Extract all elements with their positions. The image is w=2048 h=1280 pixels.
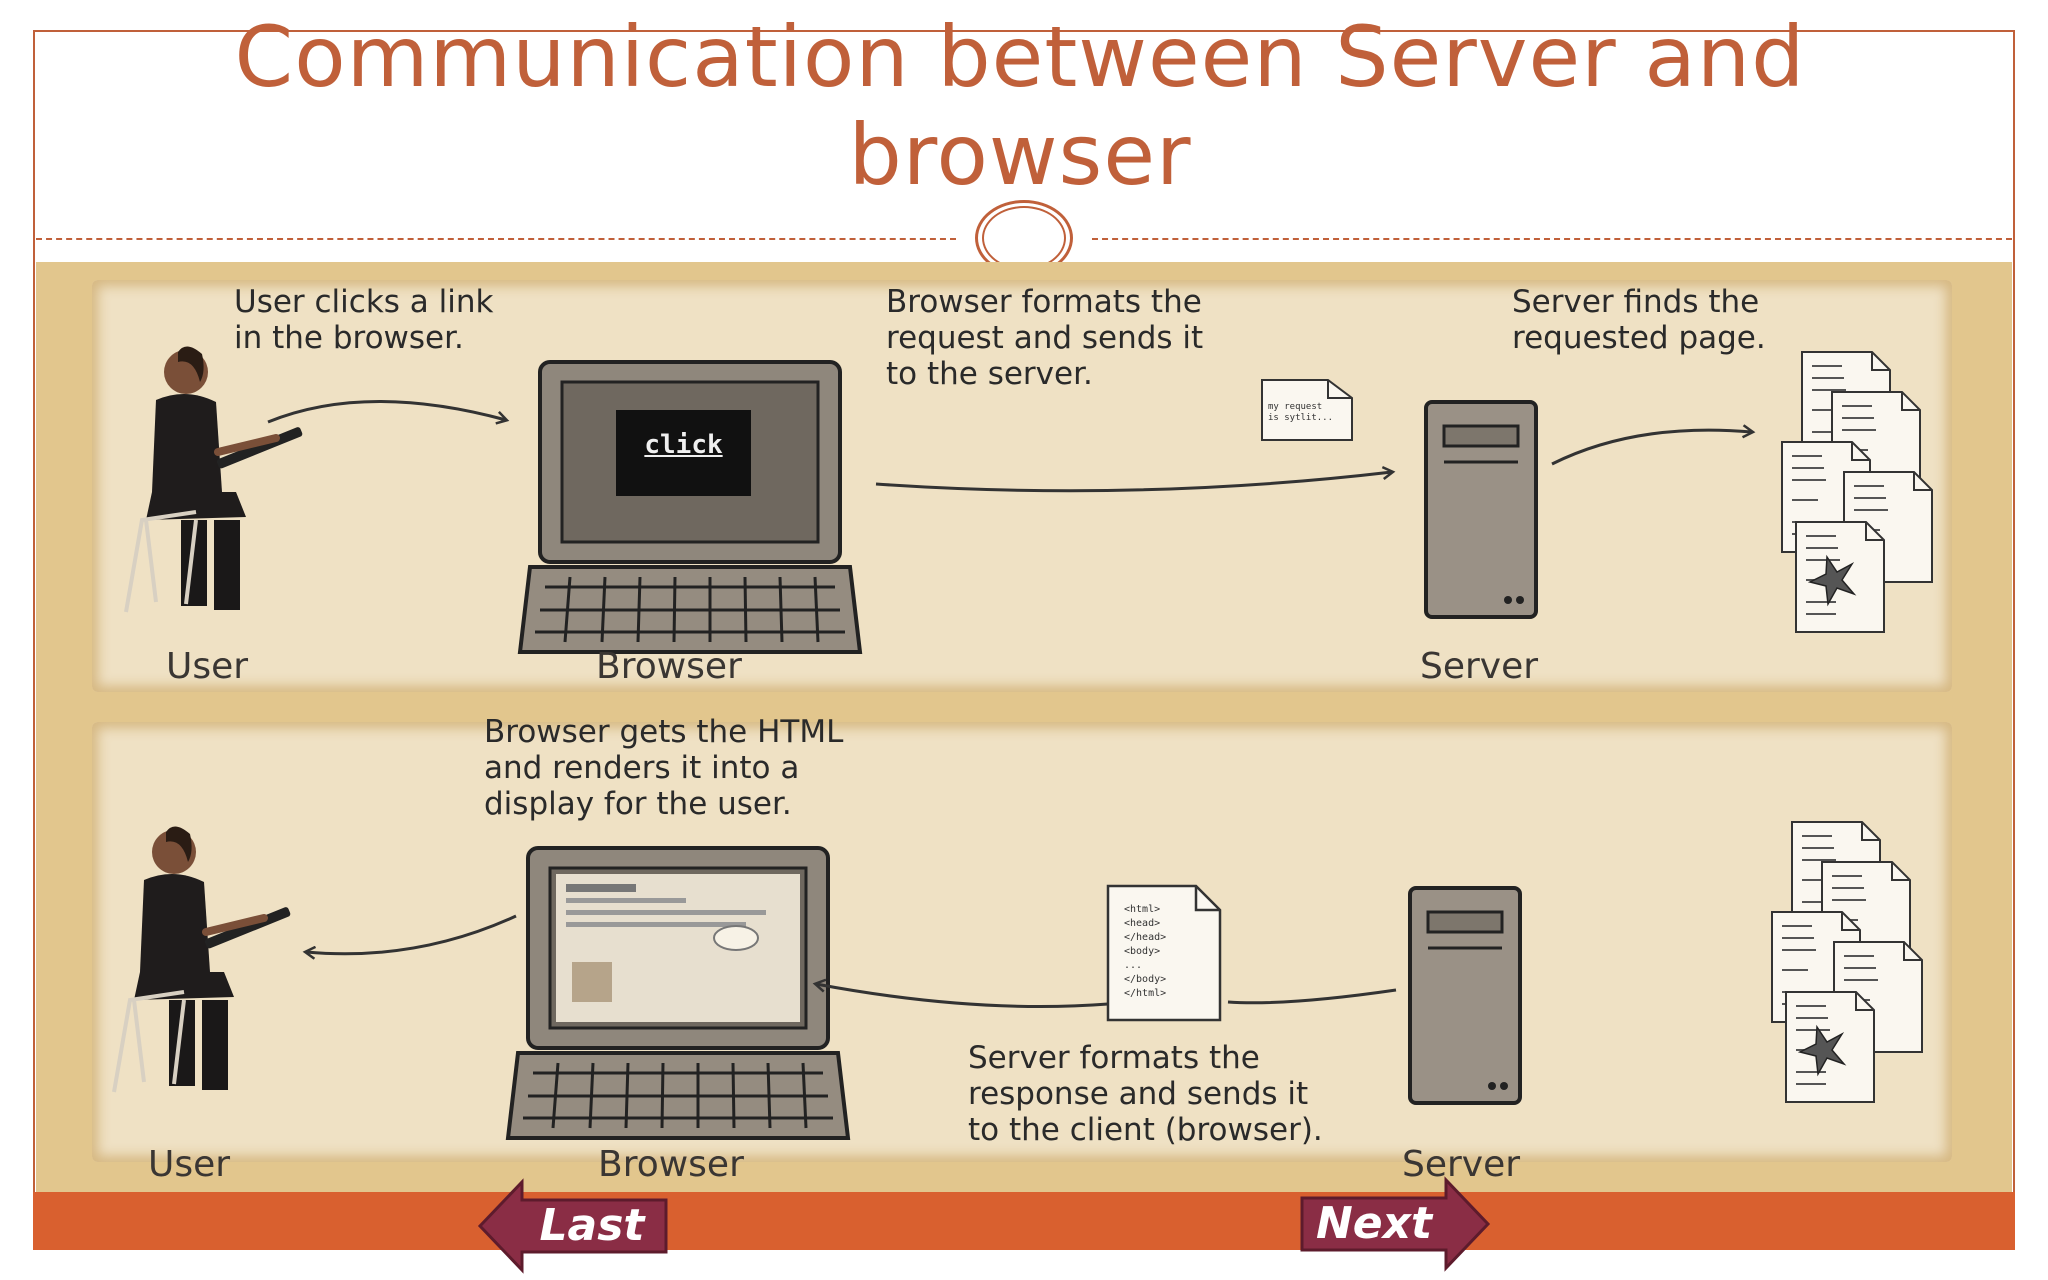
arrow-user-to-browser (268, 401, 506, 422)
client-server-diagram: <html> <head> </head> <body>... </body> </htm… (36, 262, 2012, 1192)
title-divider-left (36, 238, 956, 240)
step2-caption: Browser formats the request and sends it… (886, 284, 1203, 392)
html-code-line: ... (1124, 960, 1142, 971)
browser-laptop-top (520, 362, 860, 652)
html-code-line: <html> (1124, 904, 1160, 915)
browser-label-top: Browser (596, 646, 742, 687)
last-button[interactable]: Last (476, 1178, 672, 1274)
slide-frame-left (33, 30, 35, 1250)
web-pages-stack-top (1782, 352, 1932, 632)
server-box-top (1426, 402, 1536, 617)
step1-caption: User clicks a link in the browser. (234, 284, 493, 356)
user-figure-bottom (114, 826, 291, 1092)
next-button[interactable]: Next (1296, 1176, 1492, 1272)
html-document: <html> <head> </head> <body>... </body> </htm… (1108, 886, 1220, 1020)
step5-caption: Server formats the response and sends it… (968, 1040, 1323, 1148)
arrow-browser-to-user (306, 916, 516, 954)
step3-caption: Server finds the requested page. (1512, 284, 1766, 356)
html-code-line: </head> (1124, 932, 1166, 943)
slide-title: Communication between Server and browser (120, 8, 1920, 204)
request-note-text: my request is sytlit... (1268, 402, 1338, 424)
screen-click-text: click (616, 430, 751, 460)
arrow-browser-to-server (876, 472, 1392, 491)
slide-frame-right (2013, 30, 2015, 1250)
title-divider-right (1092, 238, 2012, 240)
html-code-line: </html> (1124, 988, 1166, 999)
title-ornament-ring-inner (982, 206, 1066, 270)
arrow-server-to-pages (1552, 430, 1752, 464)
html-code-line: <body> (1124, 946, 1160, 957)
user-label-bottom: User (148, 1144, 230, 1185)
server-box-bottom (1410, 888, 1520, 1103)
arrow-document-to-browser (816, 984, 1108, 1007)
arrow-server-to-document (1228, 990, 1396, 1003)
html-code-line: </body> (1124, 974, 1166, 985)
web-pages-stack-bottom (1772, 822, 1922, 1102)
next-button-label: Next (1302, 1186, 1446, 1262)
html-code-line: <head> (1124, 918, 1160, 929)
rendered-page-screen (556, 874, 800, 1022)
last-button-label: Last (522, 1188, 662, 1264)
bottom-bar (33, 1192, 2015, 1250)
step4-caption: Browser gets the HTML and renders it int… (484, 714, 843, 822)
user-figure-top (126, 346, 303, 612)
user-label-top: User (166, 646, 248, 687)
html-document-code: <html> <head> </head> <body>... </body> </htm… (1124, 904, 1166, 999)
server-label-top: Server (1420, 646, 1538, 687)
